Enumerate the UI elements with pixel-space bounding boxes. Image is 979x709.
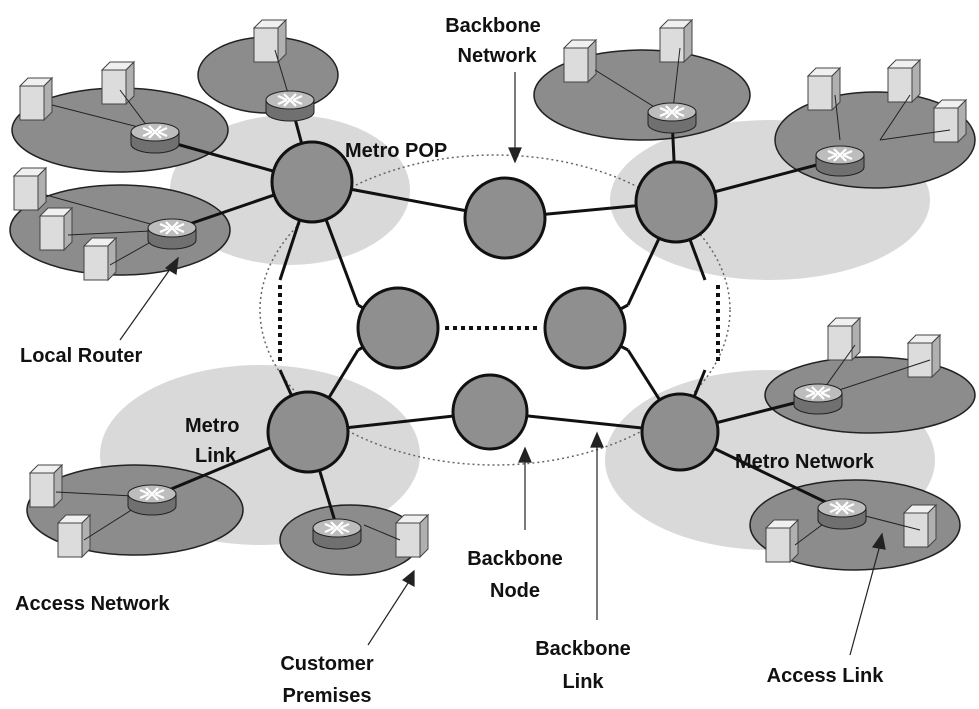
backbone-node-mid-right <box>543 286 627 370</box>
labels: Backbone Network Metro POP Local Router … <box>15 15 884 707</box>
label-customer-premises-2: Premises <box>283 685 372 707</box>
label-metro-network: Metro Network <box>735 451 875 473</box>
label-backbone-network-2: Network <box>458 45 538 67</box>
backbone-ring <box>259 154 731 466</box>
label-backbone-link-1: Backbone <box>535 638 631 660</box>
label-metro-link-1: Metro <box>185 415 239 437</box>
label-access-network: Access Network <box>15 593 170 615</box>
label-metro-pop: Metro POP <box>345 140 447 162</box>
backbone-node-bottom <box>451 373 529 451</box>
label-backbone-node-1: Backbone <box>467 548 563 570</box>
label-backbone-link-2: Link <box>562 671 604 693</box>
label-metro-link-2: Link <box>195 445 237 467</box>
backbone-node-mid-left <box>356 286 440 370</box>
label-local-router: Local Router <box>20 345 142 367</box>
backbone-nodes <box>266 140 720 474</box>
metro-node-bottom-right <box>640 392 720 472</box>
backbone-node-top <box>463 176 547 260</box>
label-customer-premises-1: Customer <box>280 653 374 675</box>
metro-pop-node <box>270 140 354 224</box>
label-backbone-network-1: Backbone <box>445 15 541 37</box>
label-access-link: Access Link <box>767 665 885 687</box>
metro-node-top-right <box>634 160 718 244</box>
metro-node-bottom-left <box>266 390 350 474</box>
annotation-arrows <box>119 72 886 656</box>
dotted-links <box>278 285 720 365</box>
label-backbone-node-2: Node <box>490 580 540 602</box>
